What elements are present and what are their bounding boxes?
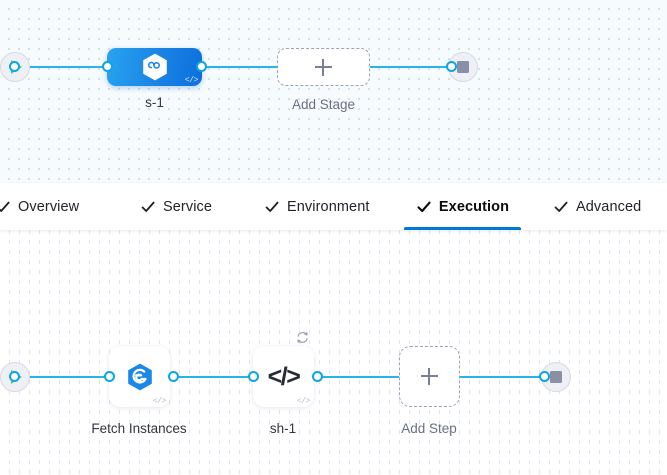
step-code-badge: </>: [296, 397, 311, 406]
step-node-sh-1[interactable]: </> </>: [253, 332, 314, 407]
stage-config-tabs: Overview Service Environment Execution A: [0, 183, 667, 230]
connector-sh1-to-addstep: [313, 376, 400, 378]
execution-flow: </> Fetch Instances </> </>: [0, 230, 667, 475]
stage-node-s-1[interactable]: </>: [107, 48, 202, 86]
tab-overview[interactable]: Overview: [0, 183, 79, 230]
stage-code-badge: </>: [184, 76, 199, 85]
step-code-badge: </>: [152, 397, 167, 406]
plus-icon: [421, 368, 438, 385]
connector-addstage-to-end: [366, 66, 454, 68]
tab-overview-label: Overview: [18, 198, 80, 215]
check-icon: [416, 199, 432, 215]
code-glyph: </>: [267, 362, 301, 390]
stage-canvas[interactable]: </> s-1 Add Stage: [0, 0, 667, 183]
tab-service[interactable]: Service: [140, 183, 212, 230]
execution-start-output-port[interactable]: [9, 371, 20, 382]
step-label-fetch-instances: Fetch Instances: [91, 421, 187, 436]
add-step-label: Add Step: [401, 421, 457, 436]
connector-addstep-to-end: [460, 376, 546, 378]
add-step-button[interactable]: [399, 346, 460, 407]
stop-icon: [457, 61, 469, 73]
check-icon: [553, 199, 569, 215]
step-label-sh-1: sh-1: [269, 421, 297, 436]
tab-execution-label: Execution: [438, 198, 510, 215]
retry-loop-icon: [295, 330, 310, 345]
plus-icon: [315, 58, 332, 76]
stage-output-port[interactable]: [196, 61, 207, 72]
check-icon: [264, 199, 280, 215]
check-icon: [140, 199, 156, 215]
fetch-instances-output-port[interactable]: [168, 371, 179, 382]
step-node-fetch-instances[interactable]: </>: [109, 346, 170, 407]
tab-advanced[interactable]: Advanced: [553, 183, 641, 230]
start-output-port[interactable]: [9, 61, 20, 72]
stop-icon: [550, 371, 562, 383]
tab-environment[interactable]: Environment: [264, 183, 370, 230]
execution-end-input-port[interactable]: [539, 371, 550, 382]
sh-1-input-port[interactable]: [248, 371, 259, 382]
tab-service-label: Service: [163, 198, 213, 215]
check-icon: [0, 199, 11, 215]
execution-end-node[interactable]: [541, 362, 571, 392]
shell-script-code-icon: </>: [267, 362, 301, 390]
add-stage-button[interactable]: [277, 48, 370, 86]
sh-1-output-port[interactable]: [312, 371, 323, 382]
tab-environment-label: Environment: [287, 198, 370, 215]
end-input-port[interactable]: [446, 61, 457, 72]
tab-execution[interactable]: Execution: [404, 183, 521, 230]
add-stage-label: Add Stage: [291, 97, 356, 112]
hexagon-infinity-icon: [142, 53, 168, 81]
fetch-instances-input-port[interactable]: [104, 371, 115, 382]
connector-stage-to-addstage: [198, 66, 282, 68]
harness-hexagon-icon: [127, 363, 153, 391]
tab-advanced-label: Advanced: [576, 198, 642, 215]
connector-start-to-fetch: [22, 376, 112, 378]
execution-canvas[interactable]: </> Fetch Instances </> </>: [0, 230, 667, 475]
stage-input-port[interactable]: [102, 61, 113, 72]
stage-flow: </> s-1 Add Stage: [0, 0, 667, 183]
connector-start-to-stage: [22, 66, 112, 68]
stage-node-label: s-1: [145, 95, 164, 110]
connector-fetch-to-sh1: [170, 376, 255, 378]
